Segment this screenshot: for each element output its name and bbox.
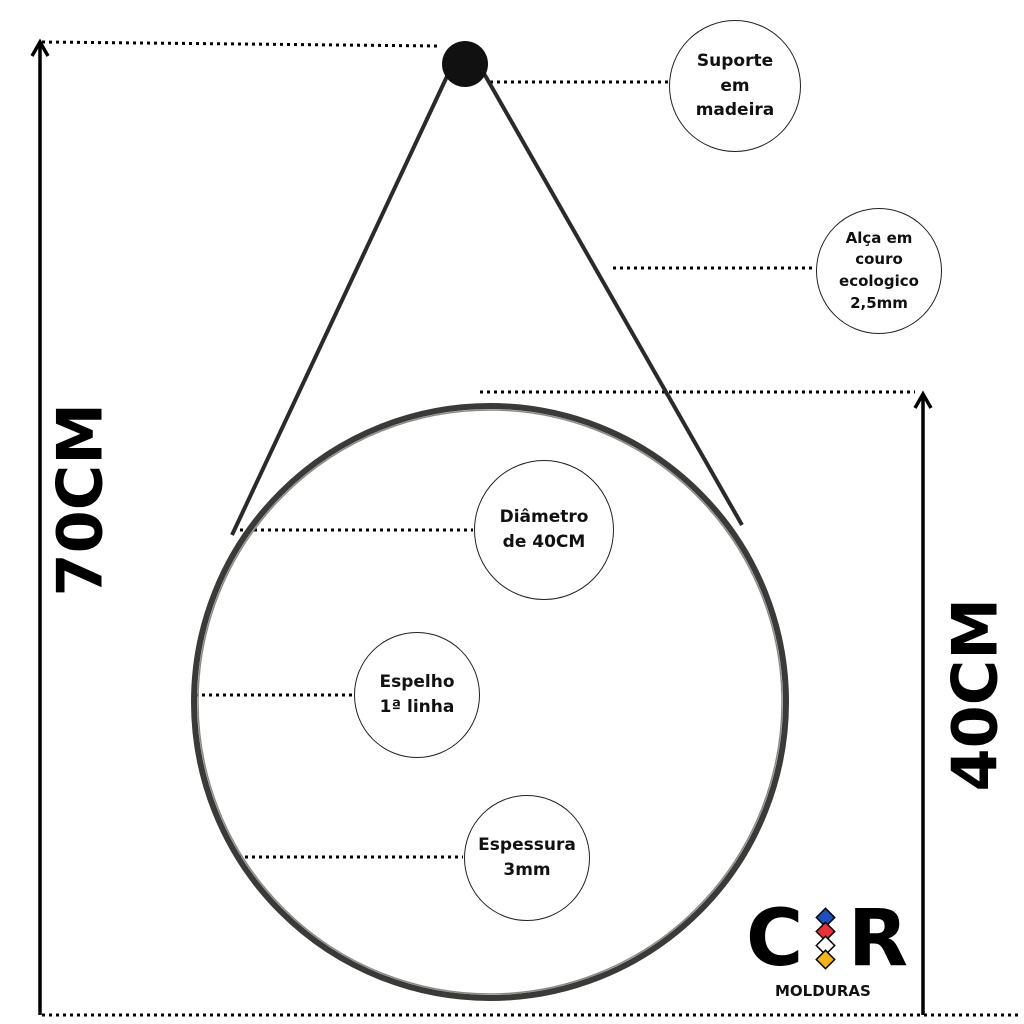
- dimension-70cm: 70CM: [43, 403, 117, 597]
- logo-letter-c: C: [746, 894, 804, 984]
- logo-letter-r: R: [848, 894, 909, 984]
- label-diametro-text: Diâmetro de 40CM: [499, 507, 589, 552]
- label-diametro: Diâmetro de 40CM: [474, 460, 614, 600]
- mirror-ring: [191, 403, 789, 1001]
- label-suporte: Suporte em madeira: [669, 20, 801, 152]
- label-espessura: Espessura 3mm: [464, 795, 590, 921]
- label-espessura-text: Espessura 3mm: [478, 835, 576, 880]
- label-alca: Alça em couro ecologico 2,5mm: [816, 208, 942, 334]
- top-dotted-line: [41, 40, 441, 48]
- label-espelho-text: Espelho 1ª linha: [379, 672, 455, 717]
- label-suporte-text: Suporte em madeira: [695, 51, 775, 121]
- label-alca-text: Alça em couro ecologico 2,5mm: [839, 228, 919, 312]
- dimension-40cm: 40CM: [938, 598, 1012, 792]
- strap: [230, 69, 744, 536]
- logo-diamonds: [815, 907, 836, 970]
- wooden-knob: [442, 41, 488, 87]
- label-espelho: Espelho 1ª linha: [354, 632, 480, 758]
- logo-subtitle: MOLDURAS: [775, 982, 871, 1000]
